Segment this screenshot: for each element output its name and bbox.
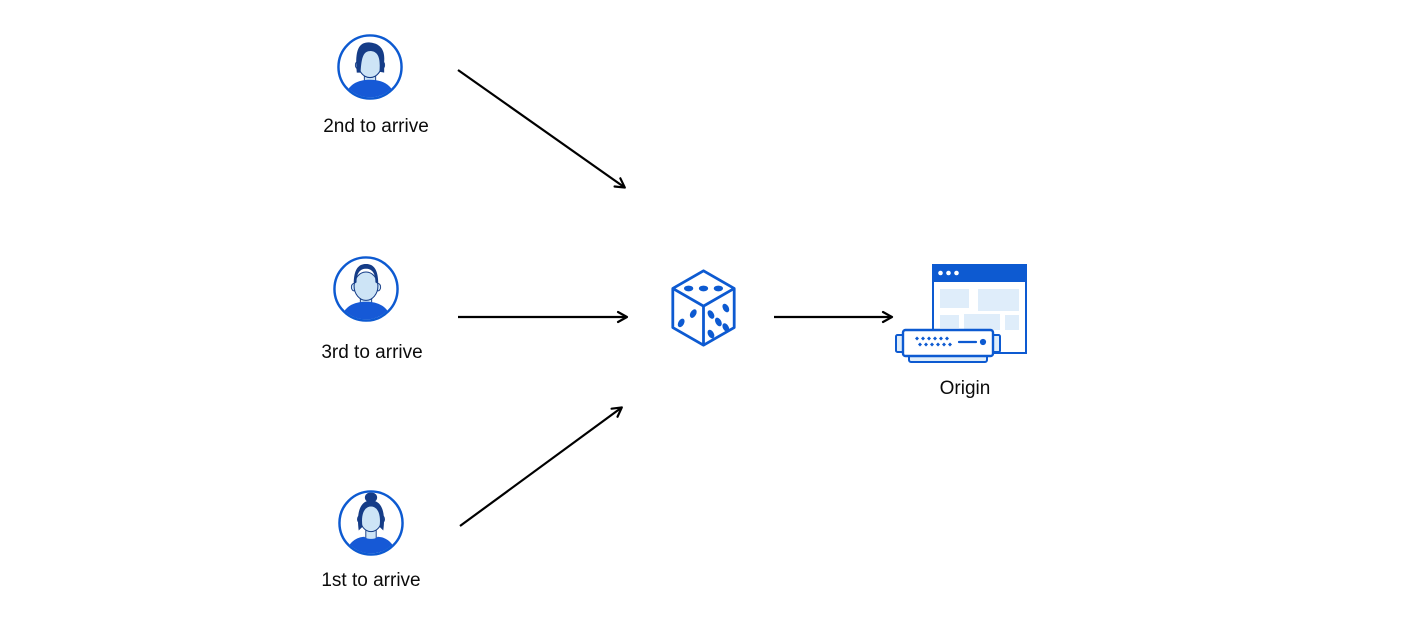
male-user-avatar-icon xyxy=(333,256,399,322)
server-icon xyxy=(895,328,1001,363)
arrow-first-to-dice xyxy=(459,406,623,527)
client-label-third: 3rd to arrive xyxy=(321,342,423,363)
client-label-second: 2nd to arrive xyxy=(323,116,429,137)
arrow-second-to-dice xyxy=(457,69,626,189)
female-user-avatar-icon xyxy=(338,490,404,556)
origin-server-browser-icon xyxy=(895,264,1027,363)
client-label-first: 1st to arrive xyxy=(321,570,421,591)
origin-label: Origin xyxy=(939,378,991,399)
dice-icon xyxy=(671,269,736,347)
male-user-avatar-icon xyxy=(337,34,403,100)
